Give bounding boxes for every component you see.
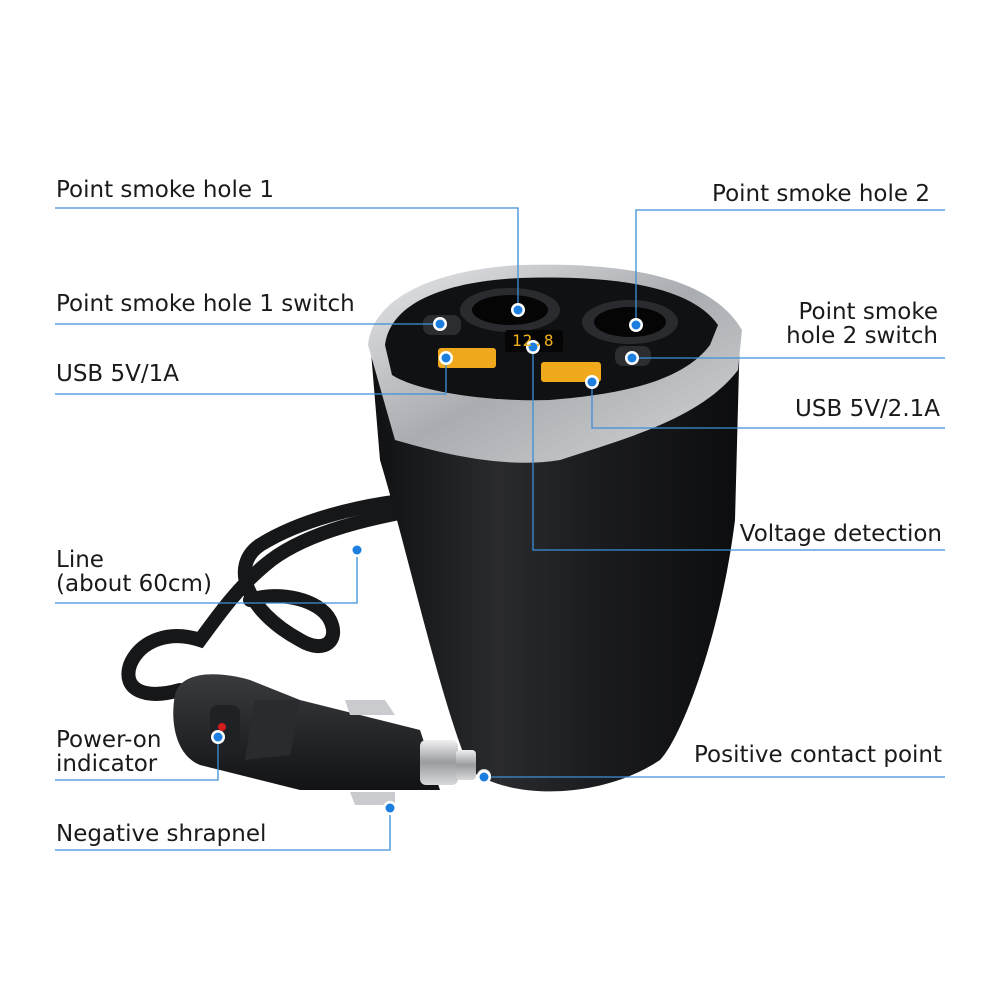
label-smoke-hole-2: Point smoke hole 2 [712, 181, 930, 207]
usb-right [541, 362, 601, 382]
voltage-display-reading: 12.8 [512, 331, 555, 350]
label-smoke-hole-1-switch: Point smoke hole 1 switch [56, 291, 355, 317]
label-voltage-detection: Voltage detection [739, 521, 942, 547]
callout-power-on-indicator-line [55, 737, 219, 781]
label-smoke-hole-2-switch-line1: Point smoke [798, 299, 938, 325]
callout-usb-left-dot [441, 353, 451, 363]
label-power-on-line1: Power-on [56, 727, 162, 753]
socket-1 [460, 288, 560, 332]
callout-smoke-hole-2-switch-dot [627, 353, 637, 363]
callout-usb-right-dot [587, 377, 597, 387]
callout-smoke-hole-2-line [635, 209, 945, 325]
usb-left [438, 348, 496, 368]
label-power-on-line2: indicator [56, 751, 158, 777]
callout-positive-contact-dot [479, 772, 489, 782]
callout-negative-shrapnel-line [55, 808, 391, 851]
label-positive-contact: Positive contact point [693, 742, 942, 768]
callout-power-on-indicator-dot [213, 732, 223, 742]
callout-voltage-detection-dot [528, 342, 538, 352]
callout-usb-left-line [55, 358, 447, 395]
label-usb-right: USB 5V/2.1A [795, 396, 940, 422]
callout-smoke-hole-2-dot [631, 320, 641, 330]
callout-negative-shrapnel-dot [385, 803, 395, 813]
callout-line-line [55, 550, 358, 604]
label-negative-shrapnel: Negative shrapnel [56, 821, 267, 847]
label-smoke-hole-2-switch-line2: hole 2 switch [786, 323, 938, 349]
label-smoke-hole-1: Point smoke hole 1 [56, 177, 274, 203]
label-line: Line (about 60cm) [56, 548, 212, 596]
callout-smoke-hole-1-switch-dot [435, 319, 445, 329]
callout-smoke-hole-1-dot [513, 305, 523, 315]
cable-loop [237, 493, 417, 653]
label-line-line2: (about 60cm) [56, 571, 212, 597]
callout-voltage-detection-line [532, 347, 945, 551]
callout-line-dot [352, 545, 362, 555]
power-indicator-led [218, 723, 226, 731]
callout-usb-right-line [591, 382, 945, 429]
label-smoke-hole-2-switch: Point smoke hole 2 switch [786, 300, 938, 348]
callout-smoke-hole-1-line [55, 207, 519, 310]
label-power-on-indicator: Power-on indicator [56, 728, 161, 776]
cable [121, 503, 422, 701]
label-usb-left: USB 5V/1A [56, 361, 180, 387]
label-line-line1: Line [56, 547, 104, 573]
